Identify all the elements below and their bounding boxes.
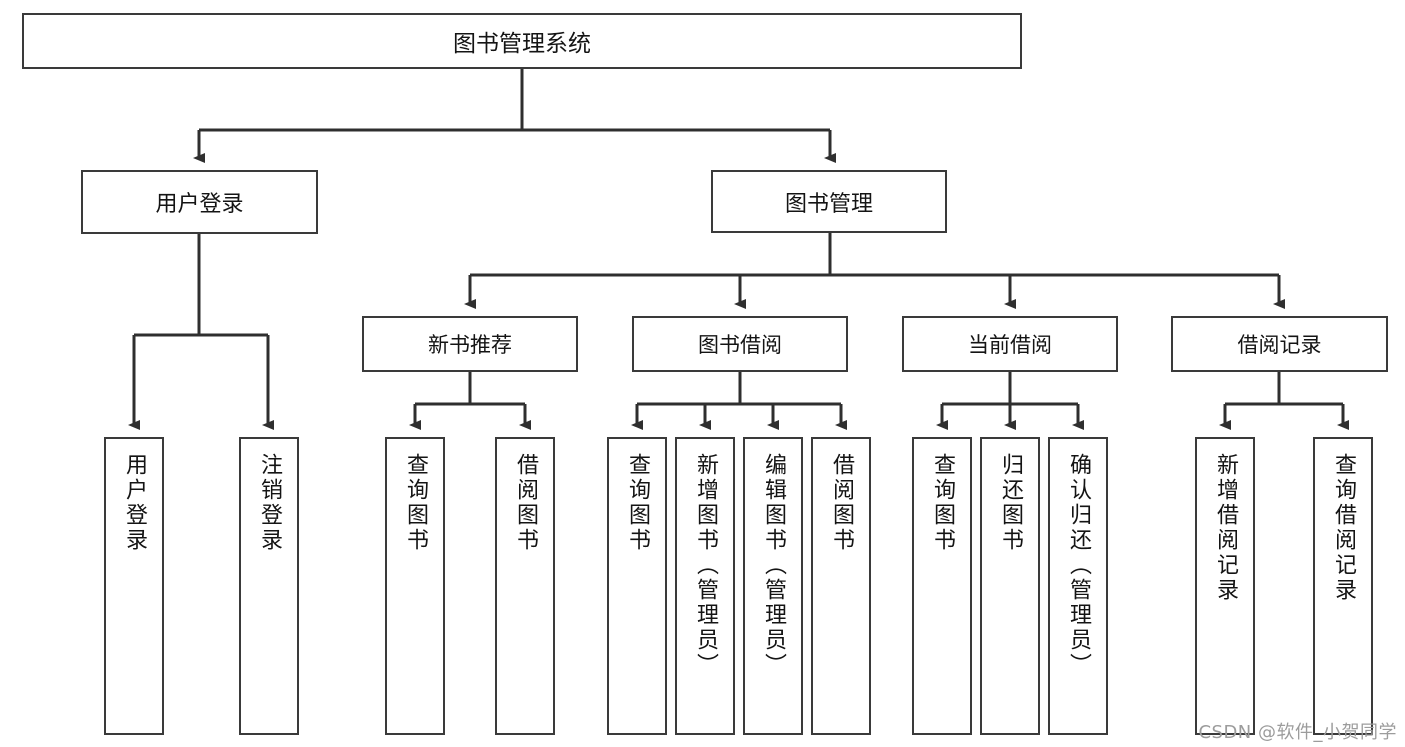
leaf-current-query-book[interactable]: 查询图书: [912, 437, 972, 735]
node-borrow-record[interactable]: 借阅记录: [1171, 316, 1388, 372]
leaf-new-book-query[interactable]: 查询图书: [385, 437, 445, 735]
leaf-record-query-record[interactable]: 查询借阅记录: [1313, 437, 1373, 735]
leaf-label: 查询借阅记录: [1331, 453, 1356, 603]
leaf-label: 借阅图书: [829, 453, 854, 553]
node-new-book-recommend[interactable]: 新书推荐: [362, 316, 578, 372]
leaf-label: 编辑图书（管理员）: [761, 453, 786, 678]
leaf-borrow-borrow-book[interactable]: 借阅图书: [811, 437, 871, 735]
leaf-current-confirm-return-admin[interactable]: 确认归还（管理员）: [1048, 437, 1108, 735]
node-root-label: 图书管理系统: [453, 31, 591, 57]
leaf-current-return-book[interactable]: 归还图书: [980, 437, 1040, 735]
leaf-label: 归还图书: [998, 453, 1023, 553]
leaf-label: 查询图书: [930, 453, 955, 553]
node-borrow-record-label: 借阅记录: [1237, 333, 1322, 357]
node-book-management[interactable]: 图书管理: [711, 170, 947, 233]
leaf-label: 新增借阅记录: [1213, 453, 1238, 603]
leaf-label: 查询图书: [403, 453, 428, 553]
node-book-borrow[interactable]: 图书借阅: [632, 316, 848, 372]
leaf-borrow-query-book[interactable]: 查询图书: [607, 437, 667, 735]
leaf-label: 查询图书: [625, 453, 650, 553]
node-root[interactable]: 图书管理系统: [22, 13, 1022, 69]
leaf-borrow-add-book-admin[interactable]: 新增图书（管理员）: [675, 437, 735, 735]
node-user-login[interactable]: 用户登录: [81, 170, 318, 234]
node-book-management-label: 图书管理: [784, 191, 873, 217]
leaf-borrow-edit-book-admin[interactable]: 编辑图书（管理员）: [743, 437, 803, 735]
leaf-user-login-signin[interactable]: 用户登录: [104, 437, 164, 735]
leaf-label: 注销登录: [257, 453, 282, 553]
leaf-new-book-borrow[interactable]: 借阅图书: [495, 437, 555, 735]
node-current-borrow[interactable]: 当前借阅: [902, 316, 1118, 372]
leaf-user-login-signout[interactable]: 注销登录: [239, 437, 299, 735]
leaf-record-add-record[interactable]: 新增借阅记录: [1195, 437, 1255, 735]
leaf-label: 确认归还（管理员）: [1066, 453, 1091, 678]
node-new-book-recommend-label: 新书推荐: [428, 333, 512, 357]
csdn-watermark: CSDN @软件_小贺同学: [1198, 722, 1397, 743]
node-user-login-label: 用户登录: [155, 192, 244, 217]
node-current-borrow-label: 当前借阅: [968, 333, 1052, 357]
leaf-label: 用户登录: [122, 453, 147, 553]
leaf-label: 借阅图书: [513, 453, 538, 553]
node-book-borrow-label: 图书借阅: [698, 333, 782, 357]
leaf-label: 新增图书（管理员）: [693, 453, 718, 678]
